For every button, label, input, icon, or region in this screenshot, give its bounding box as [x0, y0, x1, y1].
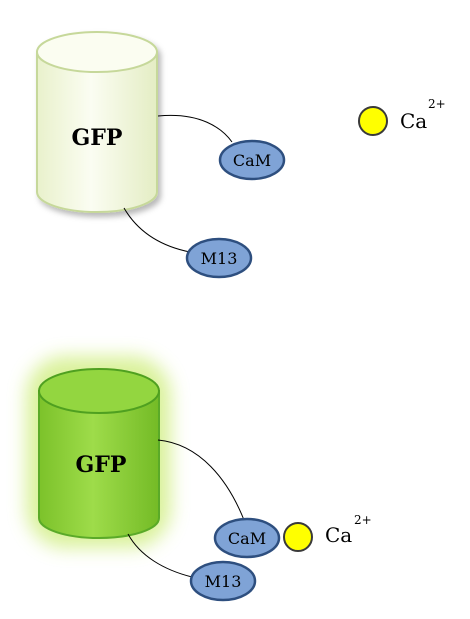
calcium-charge-top: 2+ [428, 97, 446, 111]
linker-to-cam-top [157, 114, 233, 143]
calcium-label-top: Ca [400, 109, 427, 133]
calcium-ion-free: Ca 2+ [358, 97, 446, 136]
m13-label-bottom: M13 [205, 572, 242, 591]
calcium-ion-bound: Ca 2+ [283, 513, 372, 552]
gfp-label-top: GFP [72, 125, 123, 151]
top-panel: GFP CaM M13 Ca 2+ [36, 31, 446, 279]
bottom-panel: GFP M13 CaM Ca 2+ [26, 356, 372, 602]
cam-label-bottom: CaM [228, 529, 266, 548]
cam-label-top: CaM [233, 151, 271, 170]
cam-domain-bottom: CaM [213, 517, 281, 559]
m13-label-top: M13 [201, 249, 238, 268]
m13-peptide-top: M13 [185, 237, 253, 279]
gfp-barrel-active [38, 368, 160, 539]
linker-to-m13-bottom [127, 533, 193, 578]
cam-domain-top: CaM [218, 139, 286, 181]
linker-to-cam-bottom [157, 439, 245, 521]
calcium-label-bottom: Ca [325, 523, 352, 547]
m13-peptide-bottom: M13 [189, 560, 257, 602]
gfp-label-bottom: GFP [76, 452, 127, 478]
calcium-charge-bottom: 2+ [354, 513, 372, 527]
gfp-barrel-inactive [36, 31, 158, 213]
linker-to-m13-top [123, 207, 191, 253]
